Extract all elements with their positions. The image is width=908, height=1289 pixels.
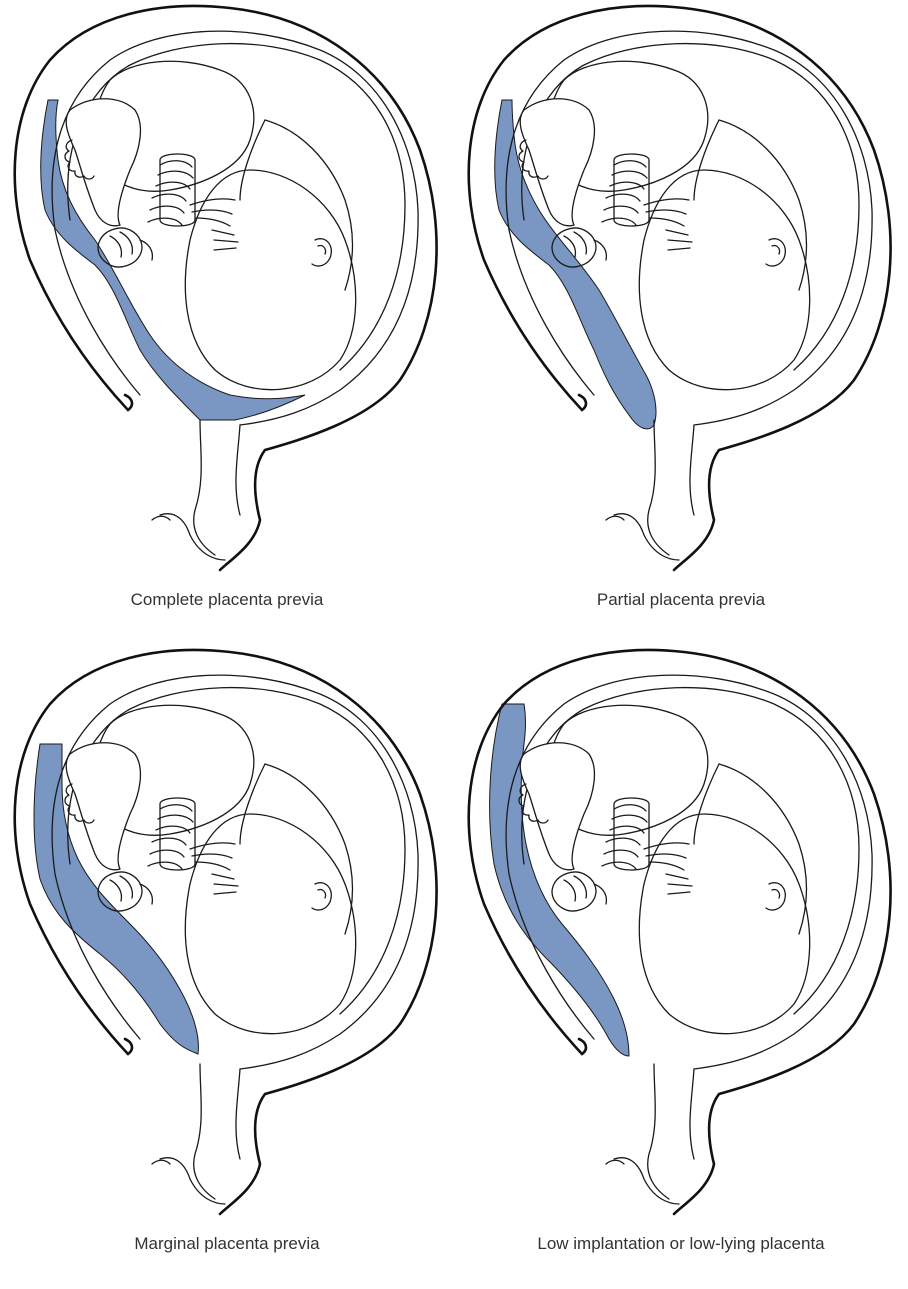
illustration-low-lying — [454, 644, 908, 1224]
caption-low-lying: Low implantation or low-lying placenta — [454, 1234, 908, 1254]
panel-low-lying: Low implantation or low-lying placenta — [454, 644, 908, 1288]
panel-complete-previa: Complete placenta previa — [0, 0, 454, 644]
illustration-complete — [0, 0, 454, 580]
panel-partial-previa: Partial placenta previa — [454, 0, 908, 644]
illustration-marginal — [0, 644, 454, 1224]
caption-marginal: Marginal placenta previa — [0, 1234, 454, 1254]
illustration-partial — [454, 0, 908, 580]
caption-partial: Partial placenta previa — [454, 590, 908, 610]
caption-complete: Complete placenta previa — [0, 590, 454, 610]
panel-marginal-previa: Marginal placenta previa — [0, 644, 454, 1288]
